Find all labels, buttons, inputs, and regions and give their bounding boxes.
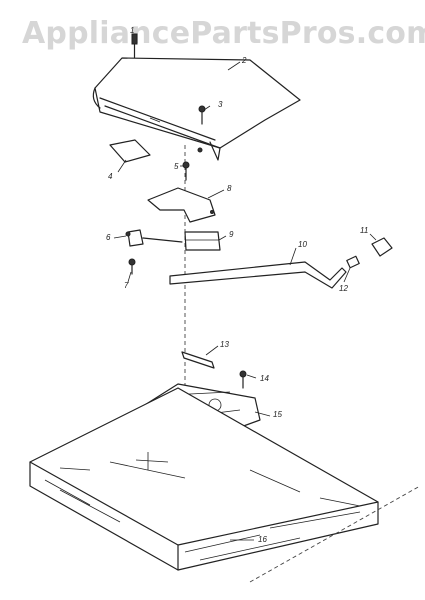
part-10-rod (169, 261, 347, 289)
callout-2: 2 (242, 56, 247, 65)
callout-14: 14 (260, 374, 269, 383)
part-11-knob (371, 237, 393, 257)
callout-7: 7 (124, 281, 129, 290)
callout-15: 15 (273, 410, 282, 419)
callout-12: 12 (339, 284, 348, 293)
part-14-screw (239, 370, 247, 389)
leader-lines (113, 61, 377, 541)
part-16-base (29, 387, 379, 571)
callout-8: 8 (227, 184, 232, 193)
callout-16: 16 (258, 535, 267, 544)
callout-11: 11 (360, 226, 369, 235)
part-12-clip (346, 255, 360, 269)
part-5-screw (182, 161, 190, 181)
callout-5: 5 (174, 162, 179, 171)
part-13-spring (181, 351, 215, 369)
part-2-cover (92, 57, 301, 161)
part-9-block (184, 231, 221, 251)
callout-9: 9 (229, 230, 234, 239)
callout-13: 13 (220, 340, 229, 349)
callout-3: 3 (218, 100, 223, 109)
part-4-plate (109, 139, 151, 163)
reference-line (249, 485, 421, 583)
part-7-screw (128, 258, 136, 275)
callout-4: 4 (108, 172, 113, 181)
part-8-bracket (147, 187, 216, 223)
callout-1: 1 (130, 26, 135, 35)
callout-10: 10 (298, 240, 307, 249)
part-6-switch (125, 229, 183, 247)
watermark: AppliancePartsPros.com (22, 16, 425, 51)
callout-6: 6 (106, 233, 111, 242)
